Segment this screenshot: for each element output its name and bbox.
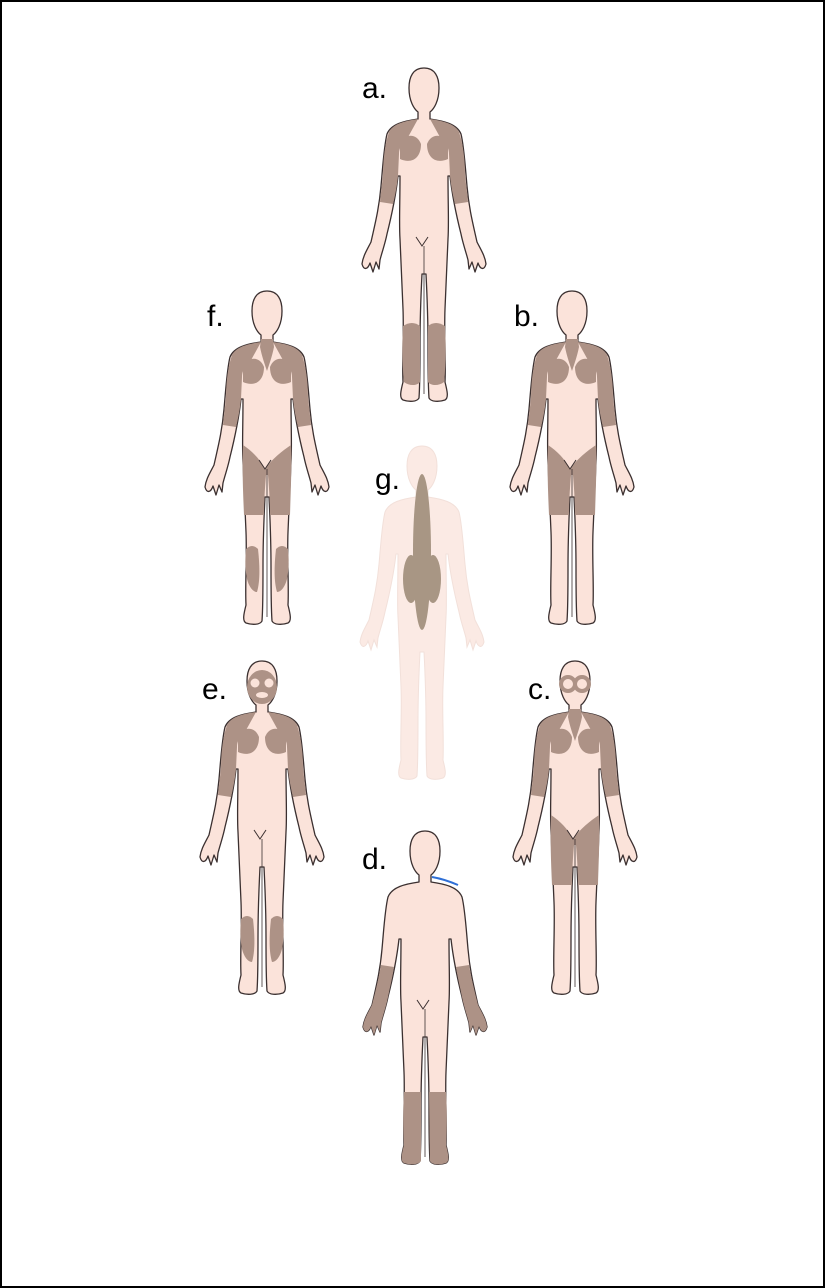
figure-f	[202, 287, 332, 637]
figure-a	[359, 64, 489, 414]
figure-g-spine	[357, 442, 487, 792]
figure-f-svg	[202, 287, 332, 637]
figure-d	[360, 827, 490, 1177]
right-paraspinal	[425, 555, 441, 603]
figure-c	[510, 657, 640, 1007]
face-rash	[247, 670, 277, 704]
figure-c-svg	[510, 657, 640, 1007]
figure-e	[197, 657, 327, 1007]
figure-b-svg	[507, 287, 637, 637]
figure-d-svg	[360, 827, 490, 1177]
spine-column	[413, 474, 431, 630]
left-paraspinal	[403, 555, 419, 603]
figure-e-svg	[197, 657, 327, 1007]
figure-g-spine-svg	[357, 442, 487, 792]
figure-b	[507, 287, 637, 637]
figure-a-svg	[359, 64, 489, 414]
